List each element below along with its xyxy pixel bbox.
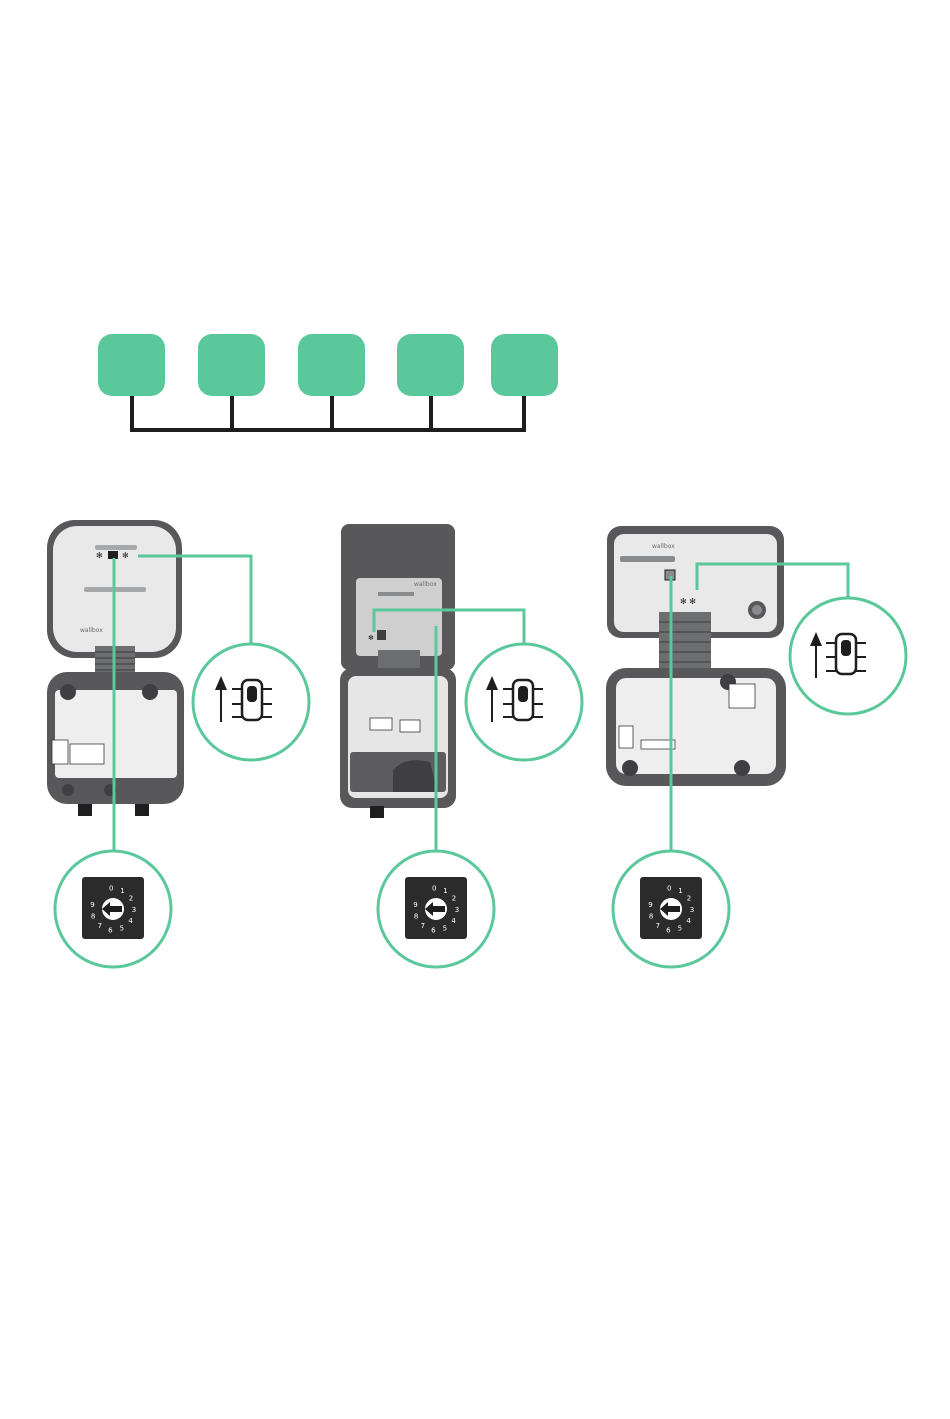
dial-digit: 9 — [90, 901, 94, 909]
dial-digit: 2 — [687, 895, 691, 903]
charger-b-logo: wallbox — [414, 581, 437, 588]
dial-digit: 3 — [132, 906, 136, 914]
dial-digit: 3 — [455, 906, 459, 914]
dial-digit: 8 — [649, 912, 653, 920]
bus-node-2 — [198, 334, 265, 396]
svg-text:✻: ✻ — [368, 634, 374, 642]
dial-digit: 4 — [686, 917, 691, 925]
dial-digit: 5 — [120, 925, 124, 933]
dial-digit: 8 — [414, 912, 418, 920]
charger-c-logo: wallbox — [652, 543, 675, 550]
dial-digit: 9 — [413, 901, 417, 909]
dial-digit: 0 — [109, 885, 113, 893]
bus-node-1 — [98, 334, 165, 396]
dial-digit: 3 — [690, 906, 694, 914]
dial-digit: 5 — [678, 925, 682, 933]
dial-digit: 9 — [648, 901, 652, 909]
dial-digit: 4 — [451, 917, 456, 925]
bus-node-5 — [491, 334, 558, 396]
svg-text:✻: ✻ — [122, 551, 129, 560]
dial-digit: 1 — [120, 887, 124, 895]
dial-digit: 4 — [128, 917, 133, 925]
dial-digit: 0 — [667, 885, 671, 893]
bus-topology — [98, 334, 558, 430]
charger-a-logo: wallbox — [80, 627, 103, 634]
charger-a-dip-switch-callout — [193, 644, 309, 760]
bus-node-4 — [397, 334, 464, 396]
dial-digit: 7 — [421, 922, 425, 930]
dial-digit: 2 — [452, 895, 456, 903]
svg-text:✻: ✻ — [96, 551, 103, 560]
dial-digit: 7 — [656, 922, 660, 930]
dial-digit: 6 — [666, 926, 671, 934]
dial-digit: 1 — [678, 887, 682, 895]
bus-node-3 — [298, 334, 365, 396]
dial-digit: 5 — [443, 925, 447, 933]
dial-digit: 6 — [108, 926, 113, 934]
charger-b-dip-switch-callout — [466, 644, 582, 760]
dial-digit: 2 — [129, 895, 133, 903]
dial-digit: 7 — [98, 922, 102, 930]
charger-c-dip-switch-callout — [790, 598, 906, 714]
svg-text:✻ ✻: ✻ ✻ — [680, 597, 696, 606]
bus-line — [132, 396, 524, 430]
dial-digit: 6 — [431, 926, 436, 934]
dial-digit: 0 — [432, 885, 436, 893]
dial-digit: 1 — [443, 887, 447, 895]
dial-digit: 8 — [91, 912, 95, 920]
charger-b-device: wallbox ✻ — [340, 524, 456, 818]
